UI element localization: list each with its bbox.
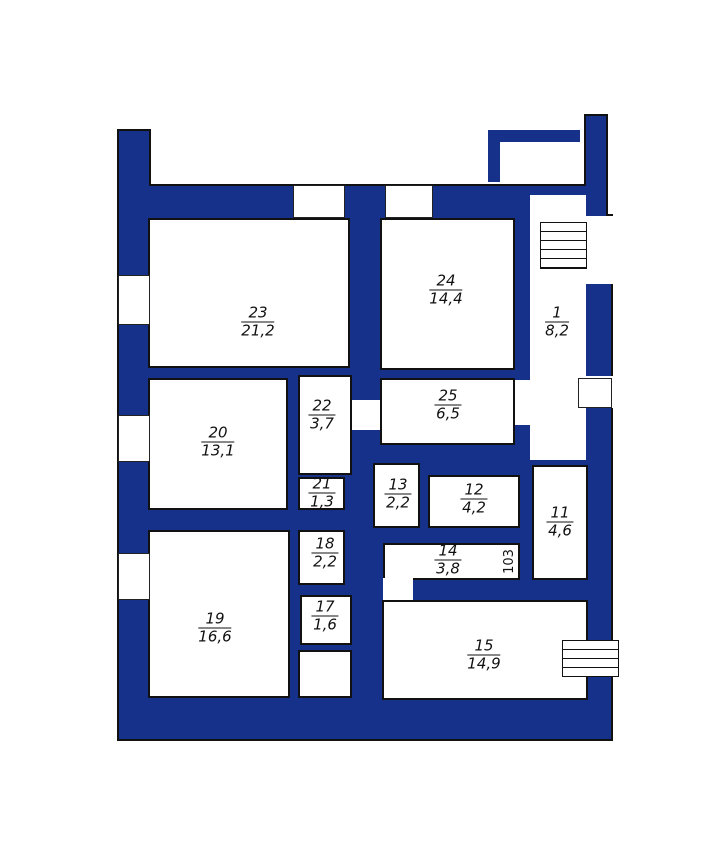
window [385,185,433,218]
window [293,185,345,218]
room-19 [148,530,290,698]
window [118,415,150,462]
room-14 [383,543,520,580]
room-21 [298,477,345,510]
room-11 [532,465,588,580]
room-15 [382,600,588,700]
room-22 [298,375,352,475]
staircase [540,222,587,269]
doorway [515,380,535,425]
room-13 [373,463,420,528]
room-18 [298,530,345,585]
room-17 [300,595,352,645]
doorway [352,400,382,430]
entrance-steps [562,640,619,677]
doorway [383,578,413,603]
room-12 [428,475,520,528]
bathroom [298,650,352,698]
room-24 [380,218,515,370]
window [578,378,612,408]
exterior-gap [586,216,616,284]
room-25 [380,378,515,445]
room-23 [148,218,350,368]
balcony-wall [488,130,580,182]
window [118,553,150,600]
dimension-label: 103 [501,549,517,574]
window [118,275,150,325]
